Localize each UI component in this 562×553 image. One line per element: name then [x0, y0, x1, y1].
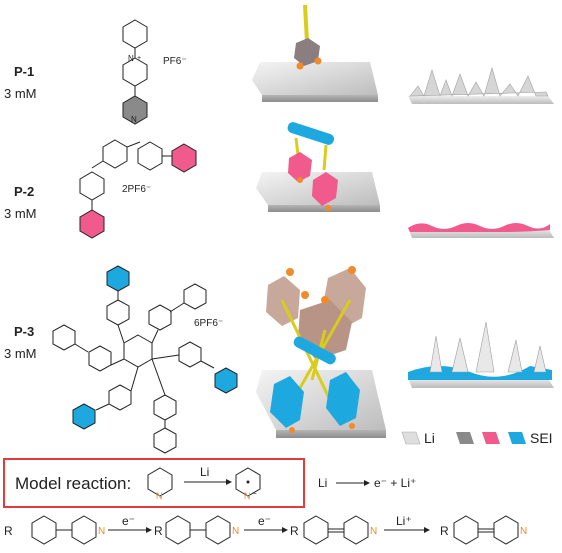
- mech-r-2: R: [154, 524, 163, 538]
- legend-li-label: Li: [424, 430, 435, 446]
- svg-text:N: N: [244, 491, 251, 501]
- p2-adsorbed: [287, 122, 338, 211]
- side-eq-right: e⁻ + Li⁺: [374, 476, 417, 490]
- mech-r-1: R: [4, 524, 13, 538]
- electrode-plate-1: [252, 62, 378, 102]
- svg-text:+: +: [137, 55, 141, 62]
- p3-molecule: [52, 265, 238, 454]
- row-conc-p1: 3 mM: [4, 86, 37, 101]
- counterion-p3: 6PF6⁻: [194, 318, 224, 329]
- mechanism-arrows: [108, 527, 430, 533]
- mech-step-2: e⁻: [258, 514, 272, 528]
- svg-text:N: N: [131, 115, 137, 124]
- mech-step-1: e⁻: [122, 514, 136, 528]
- legend-sei-label: SEI: [530, 430, 553, 446]
- svg-text:N: N: [370, 526, 377, 537]
- counterion-p2: 2PF6⁻: [122, 184, 152, 195]
- strip-1: [408, 66, 554, 104]
- p1-adsorbed: [294, 4, 322, 70]
- mechanism-structures: [31, 515, 519, 545]
- p1-molecule: [122, 19, 148, 125]
- svg-text:N: N: [156, 491, 163, 501]
- side-eq-left: Li: [318, 476, 328, 490]
- p2-molecule: [79, 139, 197, 239]
- legend: [401, 431, 526, 445]
- strip-2: [408, 223, 554, 238]
- row-conc-p2: 3 mM: [4, 206, 37, 221]
- counterion-p1: PF6⁻: [163, 56, 187, 67]
- svg-text:N: N: [98, 526, 105, 537]
- svg-text:N: N: [128, 54, 134, 63]
- model-reaction-title: Model reaction:: [15, 474, 132, 493]
- row-label-p3: P-3: [14, 324, 35, 339]
- row-label-p2: P-2: [14, 184, 35, 199]
- mech-r-3: R: [290, 524, 299, 538]
- p3-adsorbed: [266, 266, 366, 433]
- model-pyridine: [147, 467, 261, 497]
- row-conc-p3: 3 mM: [4, 346, 37, 361]
- mech-step-3: Li⁺: [396, 514, 412, 528]
- svg-text:N: N: [520, 526, 527, 537]
- mech-r-4: R: [440, 524, 449, 538]
- strip-3: [408, 321, 554, 388]
- svg-text:−: −: [252, 489, 257, 498]
- row-label-p1: P-1: [14, 64, 35, 79]
- model-reaction-box: Model reaction:: [3, 458, 305, 508]
- model-reagent: Li: [200, 465, 210, 479]
- svg-text:N: N: [232, 526, 239, 537]
